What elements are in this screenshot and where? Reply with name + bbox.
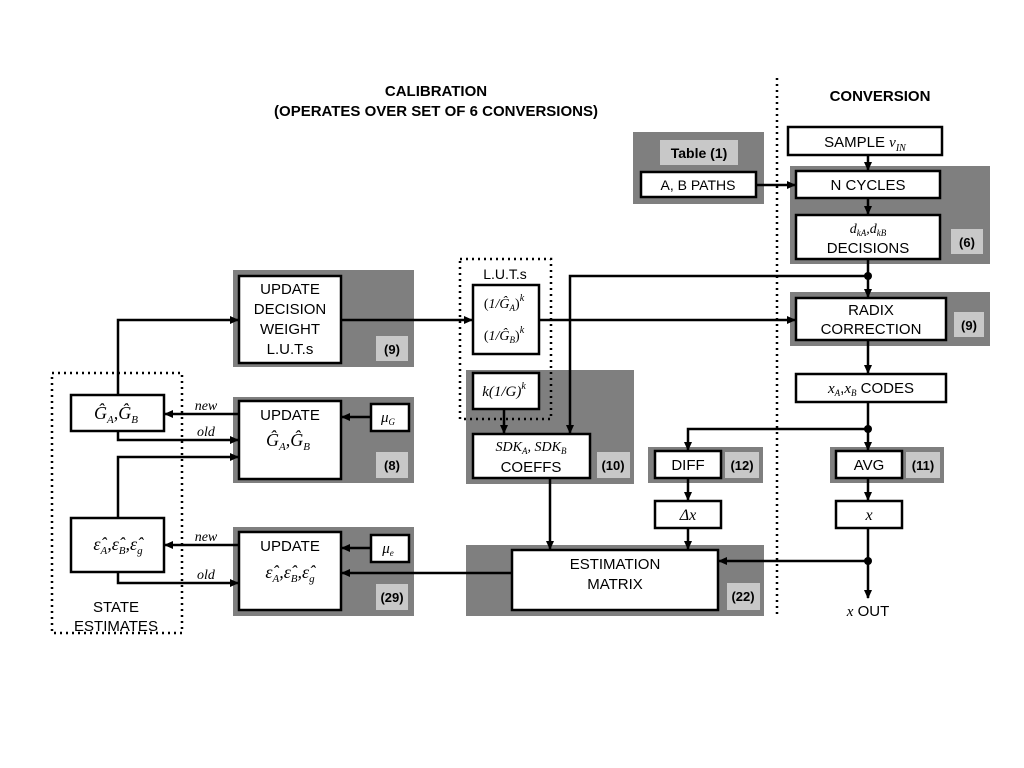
conversion-title: CONVERSION — [830, 88, 931, 105]
sample-label: SAMPLE vIN — [824, 134, 907, 154]
update-g-label: UPDATE — [260, 407, 320, 424]
state-label-2: ESTIMATES — [74, 618, 158, 635]
diff-box — [653, 449, 723, 480]
lut-k-box — [471, 371, 541, 411]
old-label-e: old — [197, 568, 216, 583]
arrow-e-to-update-g — [116, 453, 239, 518]
radix-label-2: CORRECTION — [821, 321, 922, 338]
update-weight-line-1: UPDATE — [260, 281, 320, 298]
decisions-tag — [951, 229, 983, 254]
n-cycles-box — [794, 169, 942, 200]
luts-box — [471, 283, 541, 356]
sdk-vars: SDKA, SDKB — [496, 440, 567, 456]
ab-paths-label: A, B PATHS — [661, 177, 736, 193]
diff-tag-label: (12) — [730, 458, 753, 473]
codes-box — [794, 372, 948, 404]
arrow-codes-to-diff — [684, 427, 868, 451]
mu-g-label: μG — [380, 410, 396, 427]
state-estimates-group — [50, 371, 184, 635]
update-g-expr: ĜA,ĜB — [266, 429, 310, 453]
estimation-tag — [727, 583, 760, 610]
sample-box — [786, 125, 944, 157]
radix-box — [794, 296, 948, 342]
new-label-e: new — [195, 530, 218, 545]
avg-label: AVG — [854, 457, 885, 474]
ab-paths-box — [639, 170, 758, 199]
estimation-tag-label: (22) — [731, 589, 754, 604]
table-ref-label: Table (1) — [671, 145, 728, 161]
decisions-tag-label: (6) — [959, 235, 975, 250]
radix-tag-label: (9) — [961, 318, 977, 333]
table-ref-tag — [660, 140, 738, 165]
decisions-vars: dkA,dkB — [850, 222, 887, 238]
calibration-title: CALIBRATION — [385, 83, 487, 100]
delta-label: Δx — [679, 507, 697, 524]
sdk-tag-label: (10) — [601, 458, 624, 473]
update-weight-line-4: L.U.T.s — [267, 341, 314, 358]
x-out-label: x OUT — [846, 603, 890, 620]
n-cycles-label: N CYCLES — [830, 177, 905, 194]
arrow-g-old-to-update-g — [116, 431, 239, 444]
radix-tag — [954, 312, 984, 337]
update-weight-tag — [376, 336, 408, 361]
diff-tag — [725, 452, 759, 478]
update-g-tag-label: (8) — [384, 458, 400, 473]
codes-label: xA,xB CODES — [827, 380, 914, 398]
lut-a: (1/ĜA)k — [484, 293, 525, 313]
g-hat-label: ĜA,ĜB — [94, 402, 138, 426]
luts-title: L.U.T.s — [483, 266, 527, 282]
delta-box — [653, 499, 723, 530]
avg-box — [834, 449, 904, 480]
radix-label-1: RADIX — [848, 302, 894, 319]
estimation-box — [510, 548, 720, 612]
update-g-tag — [376, 452, 408, 478]
x-label: x — [864, 507, 872, 524]
update-e-tag-label: (29) — [380, 590, 403, 605]
lut-b: (1/ĜB)k — [484, 325, 525, 345]
arrow-decisions-to-sdk — [566, 274, 868, 434]
sdk-box — [471, 432, 592, 480]
update-g-box — [237, 399, 343, 481]
decisions-label: DECISIONS — [827, 240, 910, 257]
lut-k: k(1/G)k — [482, 381, 526, 400]
avg-tag — [906, 452, 940, 478]
arrow-e-old-to-update-e — [116, 572, 239, 587]
diff-label: DIFF — [671, 457, 704, 474]
update-weight-tag-label: (9) — [384, 342, 400, 357]
update-e-label: UPDATE — [260, 538, 320, 555]
update-weight-box — [237, 274, 343, 365]
estimation-label-2: MATRIX — [587, 576, 643, 593]
update-e-tag — [376, 584, 408, 610]
update-weight-line-2: DECISION — [254, 301, 327, 318]
new-label-g: new — [195, 399, 218, 414]
old-label-g: old — [197, 425, 216, 440]
sdk-tag — [597, 452, 630, 478]
state-label-1: STATE — [93, 599, 139, 616]
avg-tag-label: (11) — [912, 458, 934, 473]
mu-e-label: μe — [381, 541, 394, 558]
estimation-label-1: ESTIMATION — [570, 556, 661, 573]
update-weight-line-3: WEIGHT — [260, 321, 320, 338]
calibration-subtitle: (OPERATES OVER SET OF 6 CONVERSIONS) — [274, 103, 598, 120]
arrow-g-to-update-weight — [116, 316, 239, 395]
luts-group — [458, 257, 553, 421]
sdk-label: COEFFS — [501, 459, 562, 476]
update-e-expr: ε̂A,ε̂B,ε̂g — [265, 562, 316, 585]
x-box — [834, 499, 904, 530]
